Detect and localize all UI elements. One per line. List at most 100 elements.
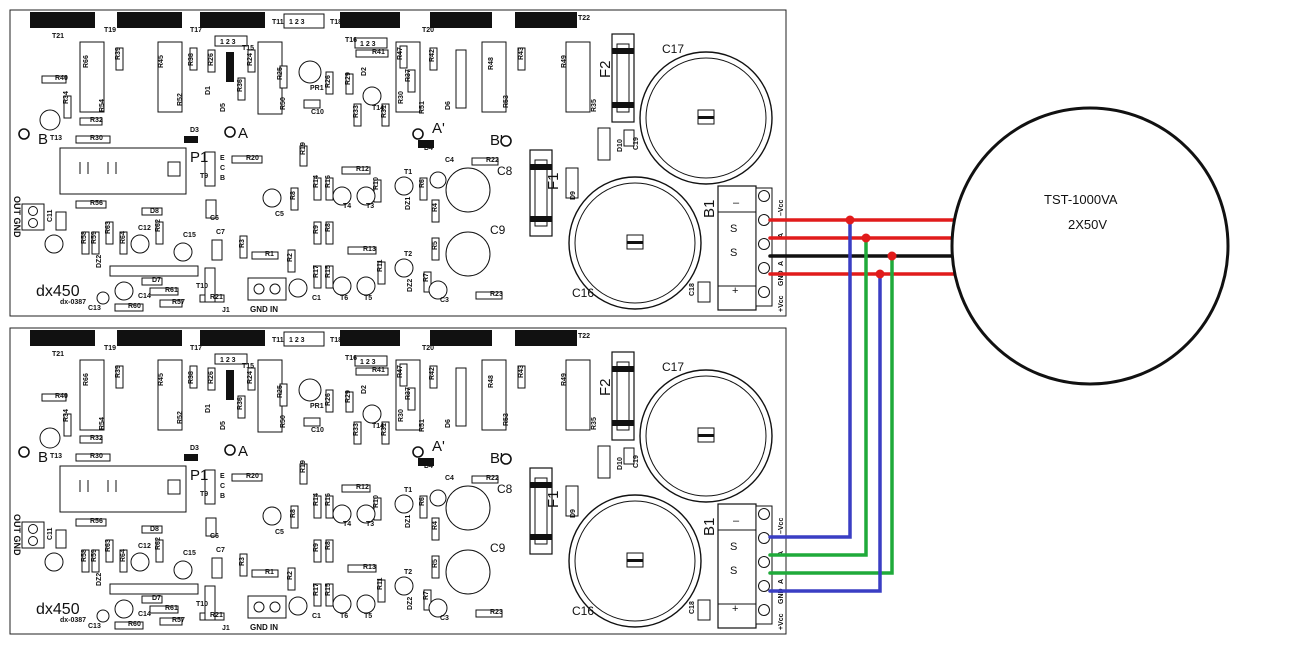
component-label: R8 <box>290 191 297 200</box>
component-label: R1 <box>265 569 274 576</box>
transistor-label: T19 <box>104 345 116 352</box>
component-label: R66 <box>83 55 90 68</box>
component-label: R22 <box>486 475 499 482</box>
component-label: T13 <box>50 453 62 460</box>
component-label: R58 <box>81 549 88 562</box>
component-label: R13 <box>363 246 376 253</box>
component-label: B' <box>490 450 503 467</box>
component-label: D5 <box>220 421 227 430</box>
component-label: R64 <box>120 549 127 562</box>
component-label: D7 <box>152 277 161 284</box>
transformer-rating: 2X50V <box>1068 217 1107 232</box>
component-label: R8 <box>325 223 332 232</box>
component-label: C16 <box>572 286 594 300</box>
component-label: R50 <box>280 97 287 110</box>
component-label: R26 <box>325 393 332 406</box>
out-gnd-label: OUT GND <box>12 514 22 556</box>
component-label: T15 <box>242 363 254 370</box>
component-label: R29 <box>345 72 352 85</box>
component-label: R52 <box>177 93 184 106</box>
component-label: R62 <box>155 219 162 232</box>
component-label: R52 <box>177 411 184 424</box>
transistor-label: T22 <box>578 333 590 340</box>
component-label: C5 <box>275 211 284 218</box>
component-label: R51 <box>419 101 426 114</box>
component-label: R23 <box>490 291 503 298</box>
component-label: R38 <box>188 53 195 66</box>
component-label: T3 <box>366 521 374 528</box>
component-label: A <box>238 125 248 142</box>
component-label: T9 <box>200 491 208 498</box>
component-label: R53 <box>503 95 510 108</box>
component-label: R26 <box>208 53 215 66</box>
transistor-label: T20 <box>422 345 434 352</box>
component-label: R66 <box>83 373 90 386</box>
component-label: R7 <box>423 591 430 600</box>
component-label: R31 <box>381 105 388 118</box>
component-label: R12 <box>356 484 369 491</box>
component-label: R21 <box>210 294 223 301</box>
component-label: F2 <box>597 378 614 396</box>
component-label: C9 <box>490 541 506 555</box>
component-label: R8 <box>290 509 297 518</box>
component-label: R47 <box>397 47 404 60</box>
transistor-label: T18 <box>330 337 342 344</box>
component-label: R40 <box>55 393 68 400</box>
component-label: R40 <box>55 75 68 82</box>
gnd-in-label: GND IN <box>250 623 278 632</box>
component-label: R39 <box>115 47 122 60</box>
pin-number-label: 1 2 3 <box>289 337 305 344</box>
component-label: R57 <box>172 617 185 624</box>
component-label: R5 <box>432 559 439 568</box>
component-label: J1 <box>222 307 230 314</box>
component-label: C6 <box>210 533 219 540</box>
component-label: R53 <box>503 413 510 426</box>
component-label: P1 <box>190 149 208 166</box>
component-label: R60 <box>128 621 141 628</box>
component-label: R63 <box>105 539 112 552</box>
transformer-name: TST-1000VA <box>1044 192 1118 207</box>
component-label: DZ1 <box>405 515 412 528</box>
terminal-labels: +Vcc GND A A –Vcc <box>778 200 785 312</box>
component-label: T1 <box>404 487 412 494</box>
component-label: A' <box>432 120 445 137</box>
component-label: R20 <box>246 473 259 480</box>
terminal-label-gnd: GND <box>778 270 785 286</box>
component-label: C19 <box>633 137 640 150</box>
component-label: C5 <box>275 529 284 536</box>
component-label: R54 <box>99 417 106 430</box>
component-label: R57 <box>172 299 185 306</box>
component-label: PR1 <box>310 403 324 410</box>
component-label: R24 <box>247 53 254 66</box>
component-label: R38 <box>188 371 195 384</box>
transformer: TST-1000VA 2X50V <box>950 106 1230 386</box>
component-label: R16 <box>325 175 332 188</box>
component-label: B <box>38 449 48 466</box>
component-label: R20 <box>246 155 259 162</box>
component-label: B <box>38 131 48 148</box>
component-label: C1 <box>312 295 321 302</box>
component-label: C19 <box>633 455 640 468</box>
component-label: C <box>220 483 225 490</box>
component-label: C11 <box>47 527 54 540</box>
component-label: R33 <box>353 423 360 436</box>
component-label: T6 <box>340 295 348 302</box>
component-label: C14 <box>138 611 151 618</box>
component-label: R2 <box>287 571 294 580</box>
component-label: T9 <box>200 173 208 180</box>
component-label: D1 <box>205 404 212 413</box>
component-label: R54 <box>99 99 106 112</box>
component-label: R36 <box>237 79 244 92</box>
wire-junction <box>845 215 855 225</box>
component-label: R8 <box>325 541 332 550</box>
component-label: R39 <box>115 365 122 378</box>
wire-blue-vcc-minus <box>768 218 852 539</box>
board-model-label: dx450 <box>36 601 80 618</box>
component-label: R59 <box>91 231 98 244</box>
pin-number-label: 1 2 3 <box>220 357 236 364</box>
component-label: R14 <box>313 493 320 506</box>
component-label: D8 <box>150 526 159 533</box>
component-label: R17 <box>313 583 320 596</box>
component-label: R35 <box>591 417 598 430</box>
